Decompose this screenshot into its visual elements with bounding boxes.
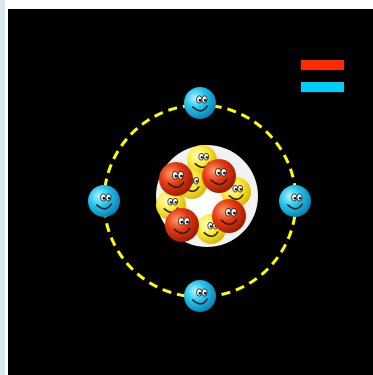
proton-1 [159, 162, 193, 196]
neutron-smile [228, 194, 244, 201]
left-border [0, 0, 5, 375]
neutron-pupil [205, 156, 208, 159]
electron-pupil [198, 291, 202, 295]
proton-pupil [174, 174, 178, 178]
electron-1 [184, 87, 216, 119]
electron-pupil [107, 196, 111, 200]
proton-pupil [186, 220, 189, 224]
electron-4 [184, 280, 216, 312]
proton-pupil [227, 211, 231, 215]
legend-electron-swatch [301, 82, 344, 92]
proton-4 [165, 208, 199, 242]
proton-3 [212, 199, 246, 233]
neutron-smile [203, 231, 219, 238]
proton-smile [167, 181, 185, 189]
atom-diagram [8, 9, 373, 375]
neutron-pupil [174, 201, 177, 204]
electron-3 [279, 185, 311, 217]
neutron-pupil [195, 180, 198, 183]
electron-smile [96, 203, 112, 210]
electron-pupil [203, 291, 207, 295]
electron-pupil [298, 196, 302, 200]
proton-smile [220, 218, 238, 226]
proton-pupil [223, 171, 226, 175]
neutron-pupil [200, 156, 204, 159]
proton-pupil [180, 220, 184, 224]
neutron-pupil [169, 201, 173, 204]
electron-pupil [198, 98, 202, 102]
neutron-pupil [234, 188, 238, 191]
electron-smile [192, 298, 208, 305]
neutron-pupil [209, 225, 213, 228]
electron-smile [287, 203, 303, 210]
neutron-pupil [239, 188, 242, 191]
electron-smile [192, 105, 208, 112]
legend-proton-swatch [301, 60, 344, 70]
proton-pupil [180, 174, 183, 178]
proton-smile [210, 178, 228, 186]
proton-2 [202, 159, 236, 193]
electron-pupil [203, 98, 207, 102]
proton-pupil [217, 171, 221, 175]
particles [88, 87, 311, 312]
proton-pupil [233, 211, 236, 215]
electron-pupil [293, 196, 297, 200]
electron-pupil [102, 196, 106, 200]
atom-svg [88, 60, 344, 312]
proton-smile [173, 227, 191, 235]
electron-2 [88, 185, 120, 217]
